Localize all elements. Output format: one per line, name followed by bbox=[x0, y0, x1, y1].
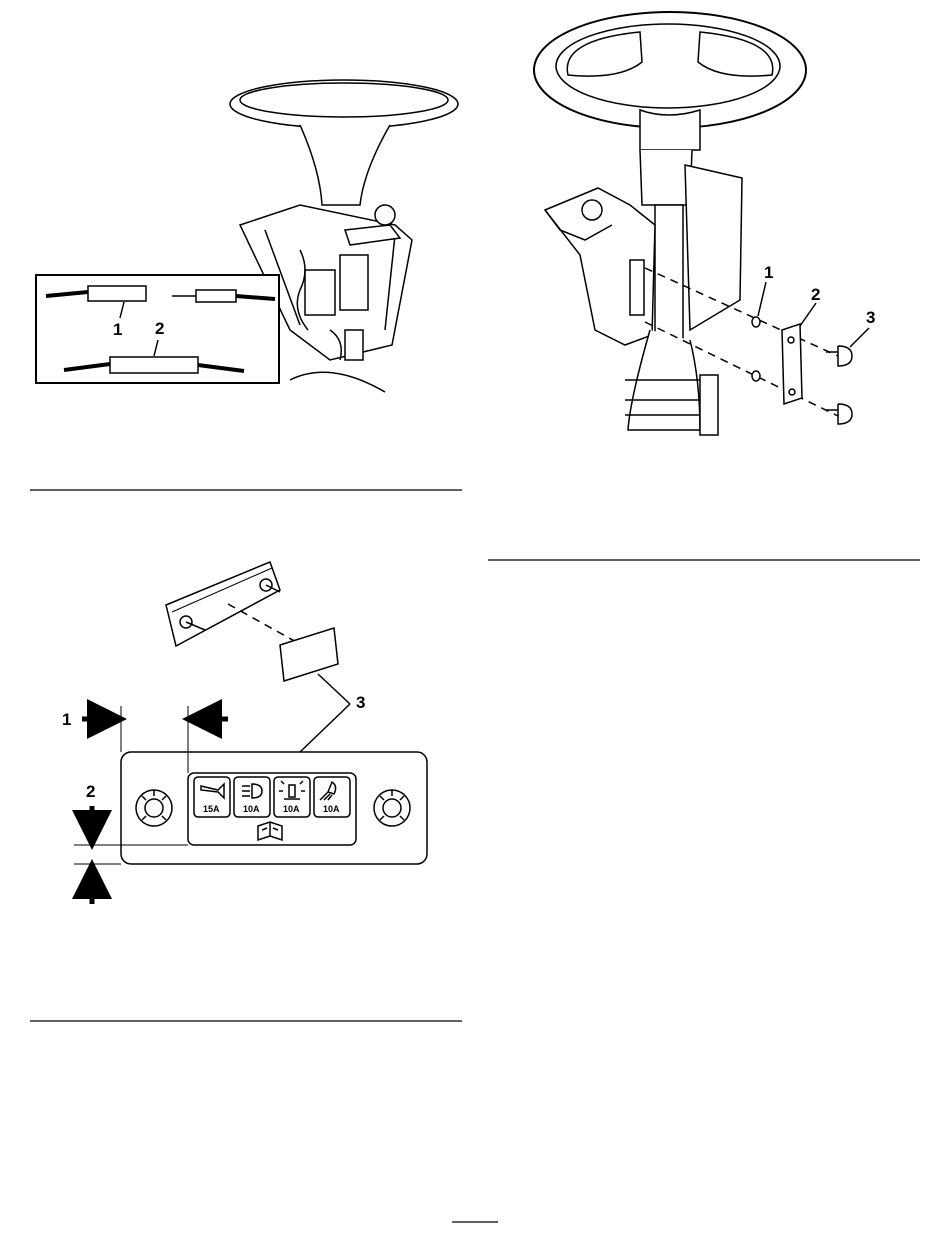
callout-2: 2 bbox=[155, 319, 164, 338]
callout-1: 1 bbox=[113, 320, 122, 339]
callout-1: 1 bbox=[62, 710, 71, 729]
fuse-rating-beacon: 10A bbox=[283, 804, 300, 814]
fuse-rating-horn: 15A bbox=[203, 804, 220, 814]
fuse-rating-work-light: 10A bbox=[323, 804, 340, 814]
washer bbox=[752, 317, 760, 327]
callout-3: 3 bbox=[356, 693, 365, 712]
decal-3d bbox=[280, 628, 338, 681]
female-connector bbox=[88, 286, 146, 301]
figure-steering-fuse-block bbox=[534, 12, 869, 435]
fuse-rating-headlight: 10A bbox=[243, 804, 260, 814]
joystick-knob bbox=[582, 200, 602, 220]
fuse-cover-plate bbox=[782, 324, 802, 404]
screw bbox=[826, 346, 852, 366]
steering-wheel bbox=[230, 80, 458, 128]
joystick-knob bbox=[375, 205, 395, 225]
figure-fuse-decal bbox=[74, 562, 427, 904]
callout-3: 3 bbox=[866, 308, 875, 327]
figure-steering-connector bbox=[36, 80, 458, 392]
joined-connector bbox=[110, 357, 198, 373]
screw bbox=[826, 404, 852, 424]
steering-column bbox=[300, 125, 390, 205]
headlight-icon bbox=[242, 784, 262, 798]
cover-plate-3d bbox=[166, 562, 280, 646]
callout-1: 1 bbox=[764, 263, 773, 282]
washer bbox=[752, 371, 760, 381]
steering-column bbox=[640, 150, 692, 205]
callout-2: 2 bbox=[811, 285, 820, 304]
fuse-block bbox=[630, 260, 644, 315]
callout-2: 2 bbox=[86, 782, 95, 801]
